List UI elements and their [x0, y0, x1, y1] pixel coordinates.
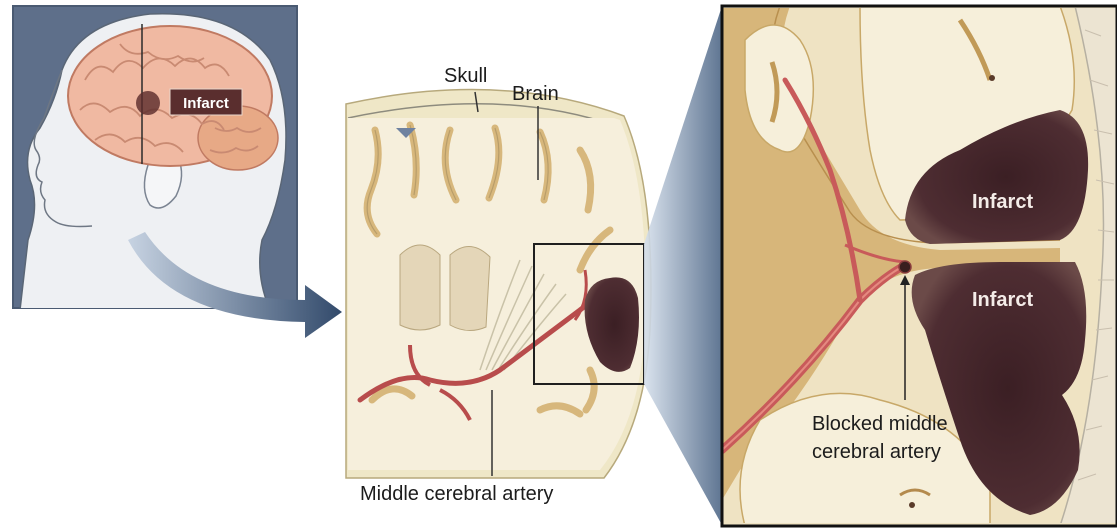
- blocked-artery-label-line2: cerebral artery: [812, 441, 941, 463]
- callout-wedge: [644, 6, 722, 525]
- skull-label: Skull: [444, 65, 487, 87]
- head-infarct-spot: [136, 91, 160, 115]
- upper-infarct-label: Infarct: [972, 191, 1033, 213]
- zoom-panel: Infarct Infarct Blocked middle cerebral …: [722, 6, 1117, 526]
- brain-label: Brain: [512, 83, 559, 105]
- lower-infarct-label: Infarct: [972, 289, 1033, 311]
- blocked-artery-label-line1: Blocked middle: [812, 413, 948, 435]
- clot: [899, 261, 911, 273]
- middle-cerebral-artery-label: Middle cerebral artery: [360, 483, 553, 505]
- head-infarct-label: Infarct: [183, 95, 229, 112]
- brain-cross-section: Skull Brain Middle cerebral artery: [346, 65, 651, 505]
